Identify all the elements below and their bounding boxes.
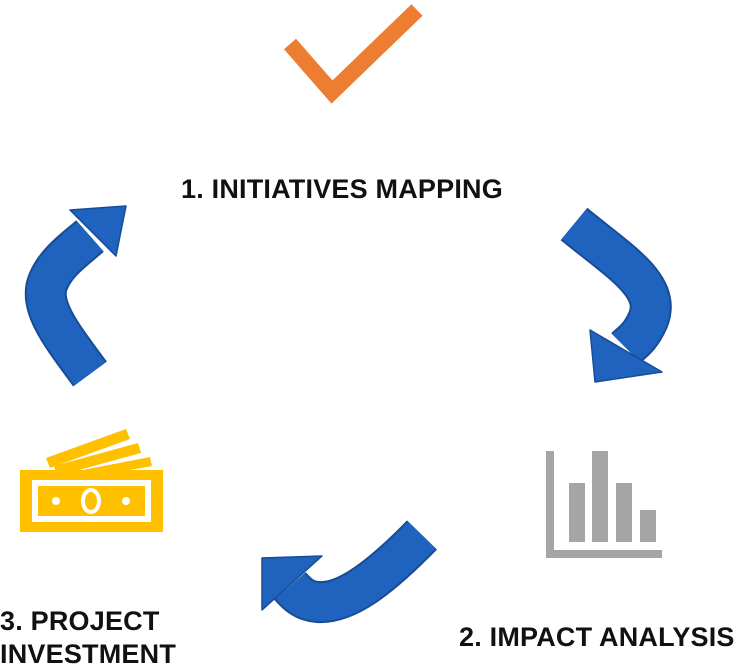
cycle-arrow-1-to-2 <box>560 207 672 383</box>
cycle-arrow-2-to-3 <box>261 520 438 624</box>
stage-3-label-line-1: 3. PROJECT <box>0 606 160 636</box>
checkmark-icon <box>283 4 423 104</box>
stage-1-label: 1. INITIATIVES MAPPING <box>181 174 503 204</box>
money-bills-icon <box>20 429 163 532</box>
bar-chart-icon <box>546 451 662 558</box>
stage-3-label-line-2: INVESTMENT <box>0 639 177 669</box>
stage-3-label: 3. PROJECT INVESTMENT <box>0 605 176 671</box>
cycle-arrow-3-to-1 <box>24 205 127 387</box>
stage-2-label: 2. IMPACT ANALYSIS <box>459 622 735 652</box>
